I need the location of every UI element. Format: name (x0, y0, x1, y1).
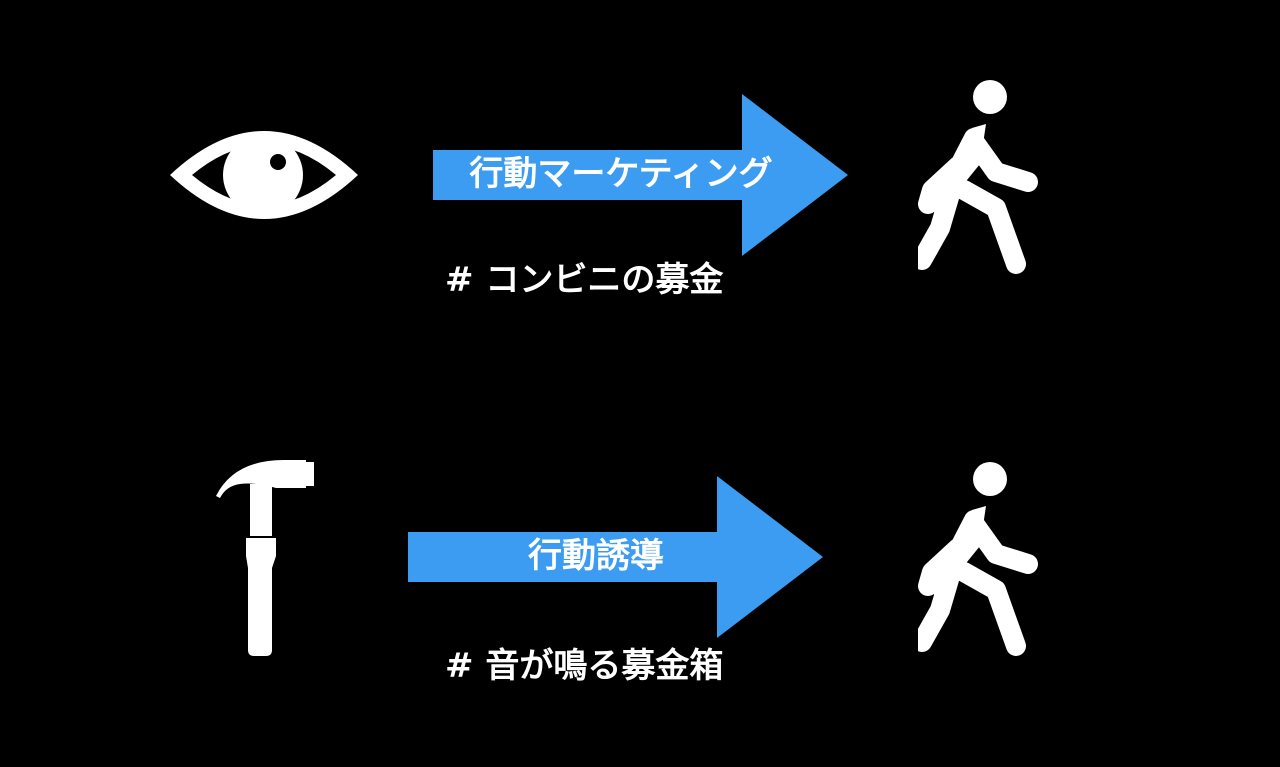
arrow-behavior-guidance (408, 476, 823, 638)
hashtag-sounding-donation-box: # 音が鳴る募金箱 (445, 646, 724, 686)
hammer-icon (216, 460, 314, 656)
arrow-behavior-marketing (433, 94, 848, 256)
arrow-label-behavior-guidance: 行動誘導 (528, 536, 664, 576)
walking-person-icon (918, 462, 1038, 656)
walking-person-icon (918, 80, 1038, 274)
hashtag-convenience-store-donation: # コンビニの募金 (445, 260, 724, 300)
arrow-label-behavior-marketing: 行動マーケティング (469, 154, 773, 194)
eye-icon (170, 131, 358, 219)
